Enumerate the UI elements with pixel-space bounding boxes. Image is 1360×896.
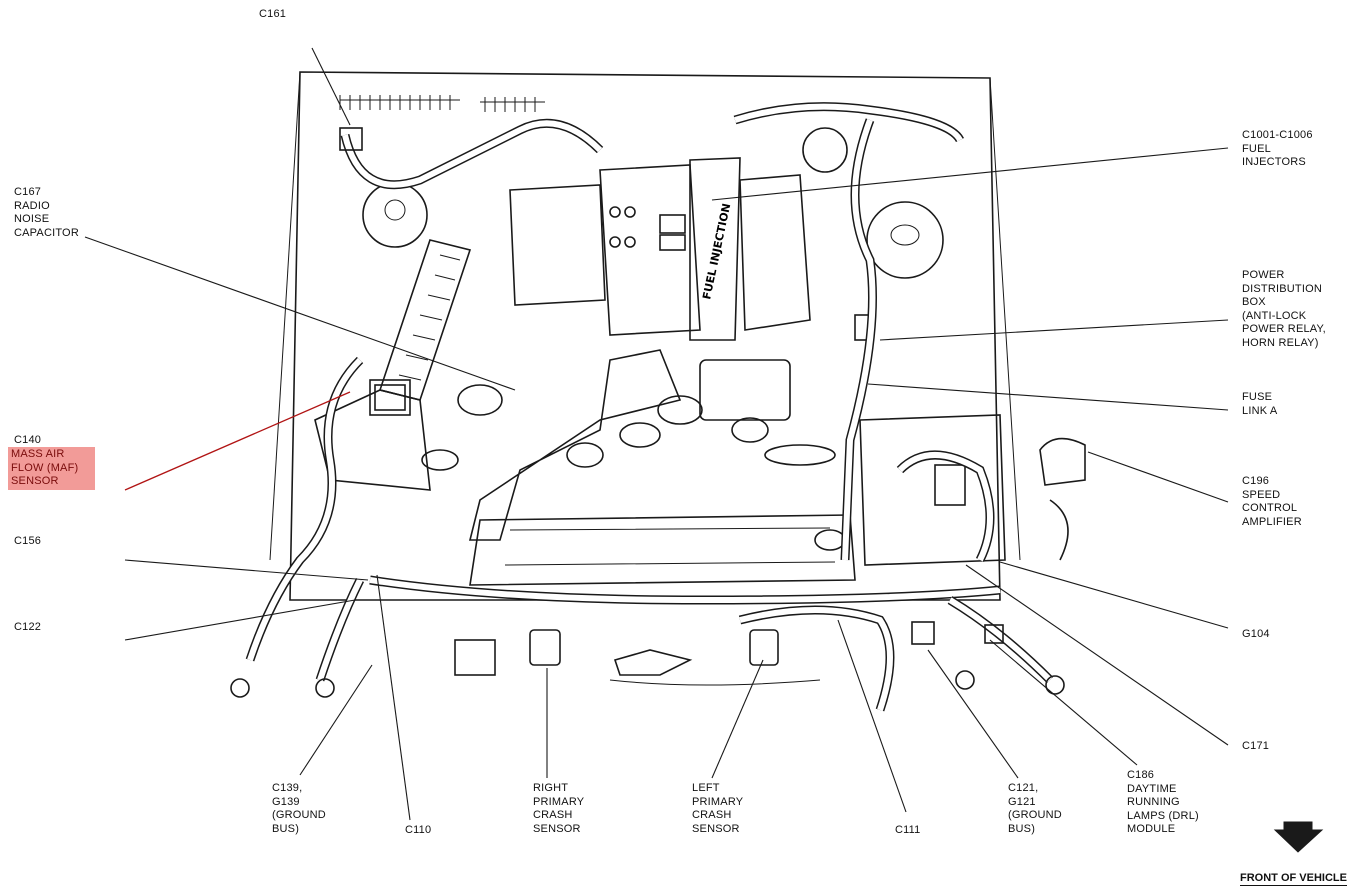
front-of-vehicle-label: FRONT OF VEHICLE xyxy=(1240,872,1347,886)
label-mass-air-flow-sensor-highlight: MASS AIR FLOW (MAF) SENSOR xyxy=(8,447,95,490)
label-c139-g139: C139, G139 (GROUND BUS) xyxy=(272,782,326,835)
label-c167-radio-noise-capacitor: C167 RADIO NOISE CAPACITOR xyxy=(14,186,79,239)
label-c156: C156 xyxy=(14,535,42,547)
air-intake-tube xyxy=(314,239,472,491)
label-c196-speed-control-amplifier: C196 SPEED CONTROL AMPLIFIER xyxy=(1242,475,1302,528)
connectors xyxy=(230,127,1065,698)
label-g104: G104 xyxy=(1242,628,1270,640)
label-fuse-link-a: FUSE LINK A xyxy=(1242,391,1278,417)
label-c140: C140 xyxy=(14,434,42,446)
label-c111: C111 xyxy=(895,824,921,836)
label-power-distribution-box: POWER DISTRIBUTION BOX (ANTI-LOCK POWER … xyxy=(1242,269,1326,349)
label-c186-drl-module: C186 DAYTIME RUNNING LAMPS (DRL) MODULE xyxy=(1127,769,1199,835)
leader-lines xyxy=(84,47,1229,821)
radiator xyxy=(469,514,856,586)
battery-area xyxy=(854,314,1086,566)
label-fuel-injectors: C1001-C1006 FUEL INJECTORS xyxy=(1242,129,1313,168)
label-c110: C110 xyxy=(405,824,432,836)
label-left-primary-crash-sensor: LEFT PRIMARY CRASH SENSOR xyxy=(692,782,744,835)
label-c161: C161 xyxy=(259,8,287,20)
label-c121-g121: C121, G121 (GROUND BUS) xyxy=(1008,782,1062,835)
intake-manifold: FUEL INJECTION xyxy=(509,157,811,341)
label-c171: C171 xyxy=(1242,740,1270,752)
manifold-text: FUEL INJECTION xyxy=(700,202,733,301)
engine-bay-outline xyxy=(269,71,1021,601)
label-c122: C122 xyxy=(14,621,42,633)
front-of-vehicle-arrow-icon xyxy=(1273,821,1324,853)
lower-engine xyxy=(369,349,836,541)
label-right-primary-crash-sensor: RIGHT PRIMARY CRASH SENSOR xyxy=(533,782,585,835)
wiring-harness xyxy=(245,102,1054,712)
